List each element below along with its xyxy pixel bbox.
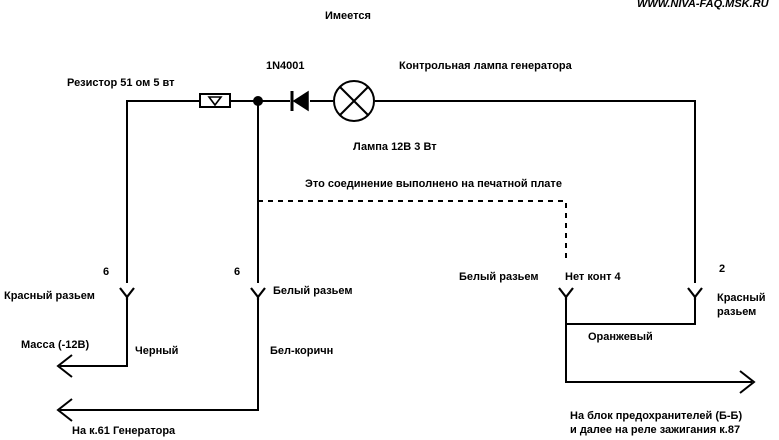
wire-black: [60, 300, 128, 367]
diode-symbol: [292, 90, 309, 112]
wire-resistor-to-red-left: [126, 100, 200, 283]
wire-to-fuse-block: [565, 300, 752, 383]
pcb-connection-label: Это соединение выполнено на печатной пла…: [305, 178, 562, 190]
arrow-ground: [56, 354, 73, 378]
to-generator-label: На к.61 Генератора: [72, 425, 176, 437]
heading: Имеется: [325, 10, 371, 22]
to-fuse-block-label-line1: На блок предохранителей (Б-Б): [570, 410, 743, 422]
arrow-fuse-block: [739, 370, 756, 394]
black-wire-label: Черный: [135, 345, 179, 357]
wire-lamp-to-red-right: [375, 100, 696, 283]
pin-number-white-left: 6: [234, 266, 241, 278]
site-watermark: WWW.NIVA-FAQ.MSK.RU: [637, 0, 769, 10]
wire-white-brown: [60, 300, 259, 411]
white-connector-left-label: Белый разьем: [273, 285, 353, 297]
red-connector-left-label: Красный разьем: [4, 290, 95, 302]
pin-number-red-right: 2: [719, 263, 726, 275]
resistor-label: Резистор 51 ом 5 вт: [67, 77, 175, 89]
control-lamp-label: Контрольная лампа генератора: [399, 60, 572, 72]
lamp-rating-label: Лампа 12В 3 Вт: [353, 141, 437, 153]
red-connector-right-label-line2: разьем: [717, 306, 757, 318]
pcb-connection-dashed: [258, 200, 567, 258]
junction-dot: [253, 96, 263, 106]
to-fuse-block-label-line2: и далее на реле зажигания к.87: [570, 424, 741, 436]
ground-label: Масса (-12В): [21, 339, 90, 351]
connector-white-right: [558, 287, 574, 300]
red-connector-right-label-line1: Красный: [717, 292, 766, 304]
orange-wire-label: Оранжевый: [588, 331, 653, 343]
white-brown-wire-label: Бел-коричн: [270, 345, 334, 357]
white-connector-right-label: Белый разьем: [459, 271, 539, 283]
pin-number-red-left: 6: [103, 266, 110, 278]
connector-red-right: [687, 287, 703, 300]
connector-red-left: [119, 287, 135, 300]
arrow-generator: [56, 398, 73, 422]
diode-label: 1N4001: [266, 60, 305, 72]
wire-orange: [566, 300, 696, 325]
connector-white-left: [250, 287, 266, 300]
no-contact-label: Нет конт 4: [565, 271, 621, 283]
